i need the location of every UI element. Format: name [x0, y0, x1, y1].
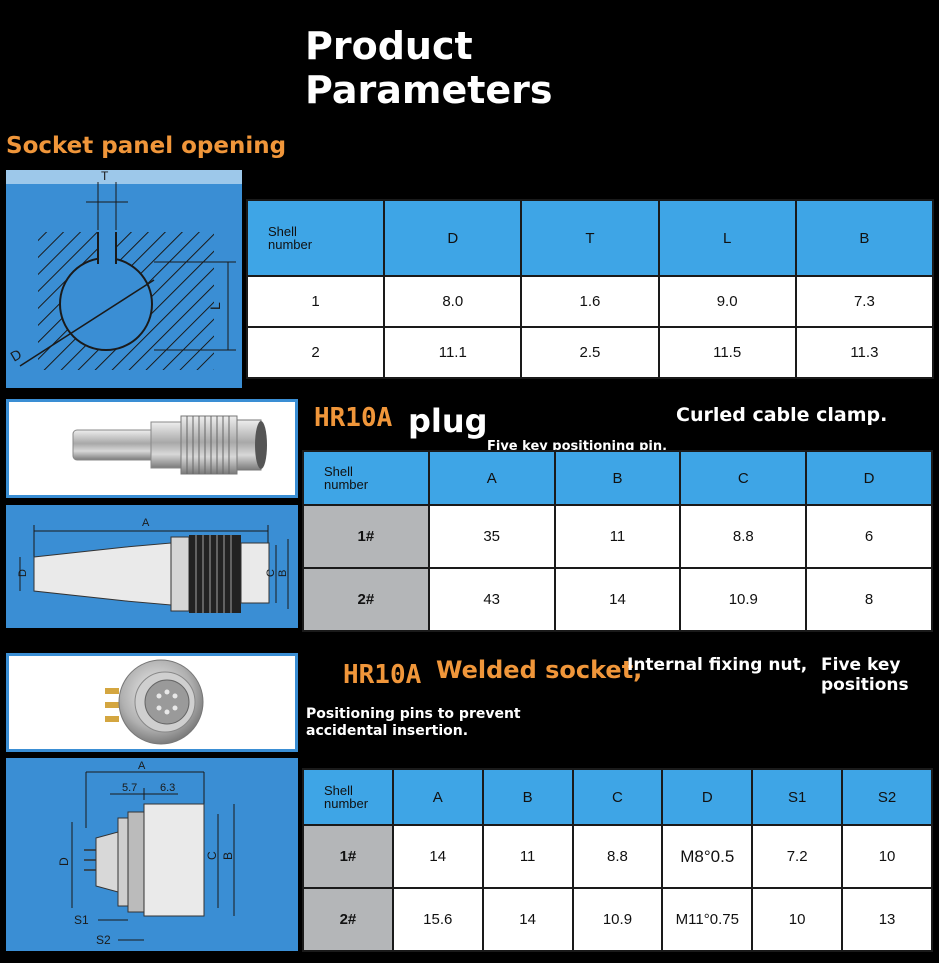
welded-feature-keys: Five key positions — [821, 655, 909, 695]
socket-panel-table: Shell number D T L B 1 8.0 1.6 9.0 7.3 2… — [245, 199, 935, 379]
welded-table-col-a: A — [391, 768, 484, 826]
welded-name: Welded socket, — [436, 656, 643, 684]
value-cell: 8.0 — [383, 275, 523, 328]
table-row: 2 11.1 2.5 11.5 11.3 — [245, 326, 935, 379]
value-cell: 2.5 — [520, 326, 660, 379]
value-cell: 9.0 — [657, 275, 797, 328]
plug-diagram-label-c: C — [265, 569, 277, 577]
plug-diagram-label-d: D — [17, 569, 29, 577]
value-cell: 8.8 — [571, 824, 664, 889]
plug-photo — [6, 399, 298, 498]
table-row: 1# 35 11 8.8 6 — [302, 504, 933, 569]
shell-cell: 2# — [302, 887, 394, 952]
shell-cell: 1 — [245, 275, 386, 328]
welded-diagram-label-d: D — [57, 857, 71, 866]
shell-label: Shell number — [324, 783, 369, 811]
value-cell: 11.5 — [657, 326, 797, 379]
plug-diagram: A D C B — [6, 505, 298, 628]
title-line-2: Parameters — [305, 68, 553, 112]
welded-table-col-d: D — [661, 768, 754, 826]
plug-table-shell-header: Shell number — [302, 450, 430, 506]
welded-socket-diagram: A 5.7 6.3 D C B S1 S2 — [6, 758, 298, 951]
value-cell: 8.8 — [679, 504, 808, 569]
socket-panel-diagram: T L D — [6, 170, 242, 388]
value-cell: 7.3 — [794, 275, 935, 328]
welded-diagram-label-a: A — [138, 760, 146, 772]
value-cell: 43 — [427, 567, 556, 632]
welded-feature-nut: Internal fixing nut, — [627, 655, 808, 675]
welded-diagram-label-c: C — [205, 851, 219, 860]
table-row: 1# 14 11 8.8 M8°0.5 7.2 10 — [302, 824, 933, 889]
value-cell: M11°0.75 — [661, 887, 754, 952]
shell-label: Shell number — [324, 464, 369, 492]
value-cell: 11.3 — [794, 326, 935, 379]
shell-label: Shell number — [268, 224, 313, 252]
socket-table-col-l: L — [657, 199, 797, 277]
socket-panel-heading: Socket panel opening — [6, 133, 287, 159]
value-cell: 6 — [805, 504, 933, 569]
socket-diagram-label-l: L — [207, 302, 223, 310]
welded-table-col-c: C — [571, 768, 664, 826]
value-cell: 11.1 — [383, 326, 523, 379]
value-cell: 11 — [553, 504, 682, 569]
value-cell: 10 — [841, 824, 933, 889]
welded-diagram-label-s1: S1 — [74, 913, 89, 927]
welded-socket-table: Shell number A B C D S1 S2 1# 14 11 8.8 … — [302, 768, 933, 952]
plug-table: Shell number A B C D 1# 35 11 8.8 6 2# 4… — [302, 450, 933, 632]
value-cell: 10 — [751, 887, 844, 952]
welded-diagram-label-b: B — [221, 852, 235, 860]
plug-table-col-d: D — [805, 450, 933, 506]
value-cell: 1.6 — [520, 275, 660, 328]
value-cell: M8°0.5 — [661, 824, 754, 889]
value-cell: 8 — [805, 567, 933, 632]
welded-feature-pins-line2: accidental insertion. — [306, 723, 469, 739]
value-cell: 7.2 — [751, 824, 844, 889]
welded-diagram-label-s2: S2 — [96, 933, 111, 947]
value-cell: 11 — [481, 824, 574, 889]
value-cell: 10.9 — [679, 567, 808, 632]
page-title: Product Parameters — [305, 24, 553, 112]
plug-table-col-b: B — [553, 450, 682, 506]
shell-cell: 2 — [245, 326, 386, 379]
welded-feature-keys-line2: positions — [821, 675, 909, 695]
socket-table-col-t: T — [520, 199, 660, 277]
plug-feature-clamp: Curled cable clamp. — [676, 404, 888, 426]
socket-diagram-label-t: T — [101, 170, 109, 183]
table-row: 1 8.0 1.6 9.0 7.3 — [245, 275, 935, 328]
plug-diagram-label-a: A — [142, 517, 150, 529]
socket-table-col-d: D — [383, 199, 523, 277]
plug-table-col-a: A — [427, 450, 556, 506]
welded-table-shell-header: Shell number — [302, 768, 394, 826]
value-cell: 14 — [553, 567, 682, 632]
plug-model: HR10A — [314, 403, 393, 433]
socket-diagram-label-d: D — [8, 346, 25, 365]
welded-feature-pins: Positioning pins to prevent accidental i… — [306, 706, 521, 740]
value-cell: 15.6 — [391, 887, 484, 952]
plug-diagram-label-b: B — [277, 570, 289, 577]
socket-table-col-b: B — [794, 199, 935, 277]
shell-cell: 1# — [302, 504, 430, 569]
value-cell: 13 — [841, 887, 933, 952]
socket-table-shell-header: Shell number — [245, 199, 386, 277]
value-cell: 10.9 — [571, 887, 664, 952]
welded-diagram-label-dim2: 6.3 — [160, 782, 175, 794]
welded-feature-keys-line1: Five key — [821, 655, 901, 675]
plug-table-col-c: C — [679, 450, 808, 506]
title-line-1: Product — [305, 24, 473, 68]
welded-feature-pins-line1: Positioning pins to prevent — [306, 706, 521, 722]
shell-cell: 1# — [302, 824, 394, 889]
value-cell: 35 — [427, 504, 556, 569]
table-row: 2# 43 14 10.9 8 — [302, 567, 933, 632]
welded-diagram-label-dim1: 5.7 — [122, 782, 137, 794]
value-cell: 14 — [391, 824, 484, 889]
table-row: 2# 15.6 14 10.9 M11°0.75 10 13 — [302, 887, 933, 952]
value-cell: 14 — [481, 887, 574, 952]
welded-table-col-b: B — [481, 768, 574, 826]
welded-socket-photo — [6, 653, 298, 752]
welded-model: HR10A — [343, 660, 422, 690]
welded-table-col-s1: S1 — [751, 768, 844, 826]
plug-name: plug — [408, 402, 488, 440]
shell-cell: 2# — [302, 567, 430, 632]
welded-table-col-s2: S2 — [841, 768, 933, 826]
